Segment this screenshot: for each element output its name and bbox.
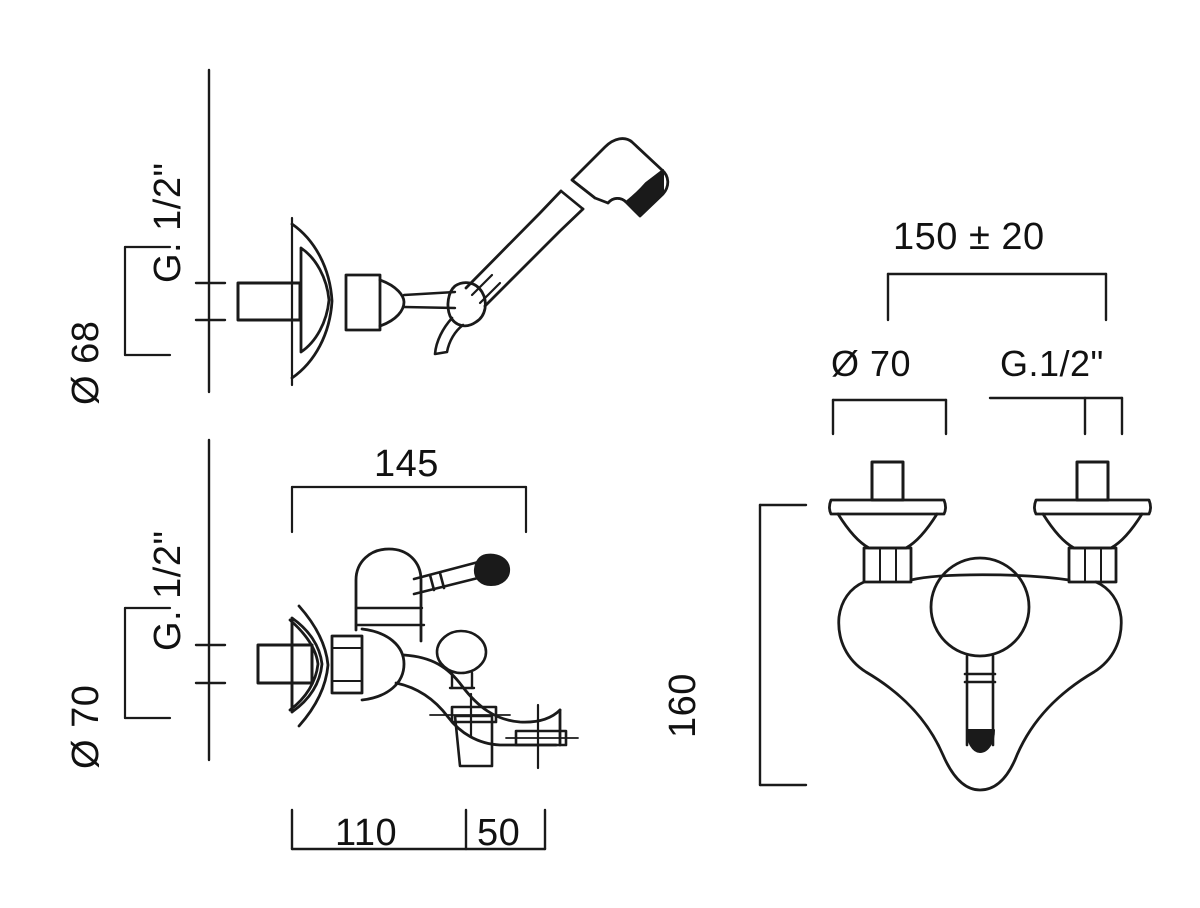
cartridge-cap-front [929,556,1031,658]
mixer-body-front [837,580,1123,792]
dimension-label-thread-top: G. 1/2" [147,162,189,284]
escutcheon-front-right [1033,498,1152,516]
dimension-label-diameter-70-right: Ø 70 [831,343,912,384]
inlet-nipple-top [236,281,302,322]
collar-front-right-line [1084,547,1102,583]
spout-upper [402,653,562,724]
lever-collar-a [428,573,436,592]
collar-front-right [1067,546,1118,584]
escutcheon-top-outline [290,222,334,380]
support-rod-top-b [402,305,457,310]
lever-knob [473,553,511,586]
escutcheon-front-right-cone [1041,512,1144,550]
cartridge-cap [354,547,423,643]
mixer-collar [330,634,364,695]
inlet-connector-left [870,460,905,502]
bracket-collar-top [344,273,382,332]
spout-aerator [514,729,568,747]
dimension-label-thread-right: G.1/2" [1000,343,1104,384]
dimension-label-diameter-70-left: Ø 70 [65,684,107,769]
cradle-hook [433,316,465,356]
dimension-label-50: 50 [477,812,521,854]
escutcheon-front-left [828,498,947,516]
collar-front-left [862,546,913,584]
handset-handle-left [464,189,563,290]
diverter-knob [435,629,488,675]
handset-handle-ring-b [478,281,502,305]
lever-collar-b [438,571,446,590]
diverter-lever [453,714,494,768]
handset-neck-ring-a [559,189,585,211]
escutcheon-bottom [290,616,324,714]
handset-handle-right [483,207,585,308]
dimension-label-145: 145 [374,443,439,485]
lever-arm-top [412,558,488,581]
escutcheon-front-left-cone [836,512,939,550]
lever-front-knob [966,729,995,753]
dimension-label-110: 110 [335,812,398,854]
lever-arm-bottom [412,574,488,596]
dimension-label-thread-bottom: G. 1/2" [147,530,189,652]
escutcheon-bottom-outer [288,618,320,712]
collar-front-left-line [879,547,897,583]
escutcheon-bottom-shell [297,604,330,728]
inlet-connector-right [1075,460,1110,502]
support-rod-top-a [402,290,457,297]
mixer-body-bridge [909,573,1071,582]
dimension-label-160: 160 [662,673,704,738]
diverter-lever-cap [450,705,498,724]
handset-cradle [446,281,487,328]
spout-lower [394,681,558,747]
handset-handle-ring-a [470,273,494,297]
dimension-label-150-tolerance: 150 ± 20 [893,216,1045,258]
dimension-label-diameter-68: Ø 68 [65,320,107,405]
handset-head-notch [606,197,628,205]
inlet-nipple-bottom [256,643,314,685]
escutcheon-top [299,246,331,354]
bracket-dome-top [378,278,406,328]
lever-front-collar [963,672,997,684]
mixer-body-dome [360,627,406,702]
